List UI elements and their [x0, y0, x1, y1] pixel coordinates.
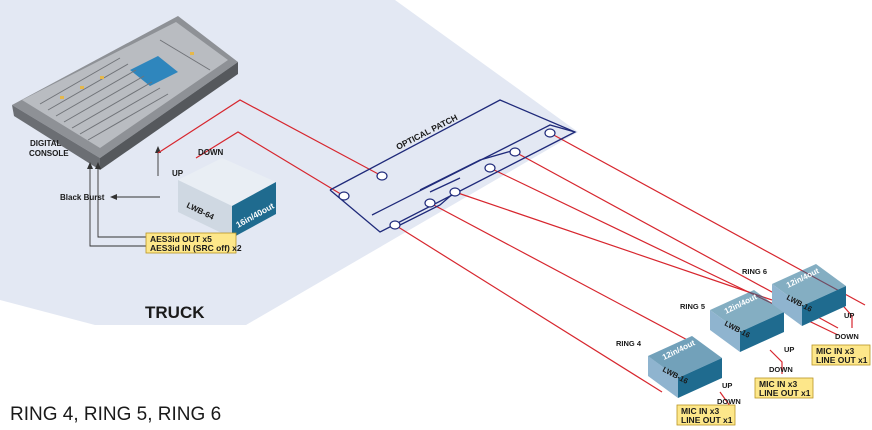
main-unit-box: [178, 158, 276, 238]
black-burst-label: Black Burst: [60, 193, 105, 202]
ring5-note-1: MIC IN x3: [759, 379, 798, 389]
ring6-note-2: LINE OUT x1: [816, 355, 868, 365]
console-label-line1: DIGITAL: [30, 139, 62, 148]
ring5-name: RING 5: [680, 302, 705, 311]
ring6-note-1: MIC IN x3: [816, 346, 855, 356]
ring4-note-2: LINE OUT x1: [681, 415, 733, 425]
ring4-note-1: MIC IN x3: [681, 406, 720, 416]
ring4-note-box: [676, 404, 736, 426]
main-unit-note-box: [145, 232, 237, 254]
optical-patch-lines: [329, 99, 577, 233]
patch-connectors: [338, 128, 556, 230]
arrow-head-icon: [87, 162, 93, 169]
arrow-head-icon: [155, 146, 161, 153]
ring6-note-box: [811, 344, 871, 366]
main-unit-down-label: DOWN: [198, 148, 224, 157]
ring5-down: DOWN: [769, 365, 793, 374]
ring4-name: RING 4: [616, 339, 642, 348]
truck-label: TRUCK: [145, 303, 205, 322]
ring5-up: UP: [784, 345, 794, 354]
console-label-line2: CONSOLE: [29, 149, 69, 158]
ring6-unit-box: [772, 264, 846, 326]
ring6-up: UP: [844, 311, 854, 320]
ring5-note-2: LINE OUT x1: [759, 388, 811, 398]
console-return-lines: [89, 150, 160, 247]
ring4-up: UP: [722, 381, 732, 390]
digital-console-icon: [12, 16, 238, 170]
ring5-note-box: [754, 377, 814, 399]
arrow-head-icon: [110, 194, 117, 200]
ring4-down: DOWN: [717, 397, 741, 406]
arrow-head-icon: [95, 162, 101, 169]
main-unit-note-2: AES3id IN (SRC off) x2: [150, 243, 242, 253]
main-unit-note-1: AES3id OUT x5: [150, 234, 212, 244]
ring6-down: DOWN: [835, 332, 859, 341]
ring6-name: RING 6: [742, 267, 767, 276]
main-unit-up-label: UP: [172, 169, 184, 178]
ring5-unit-box: [710, 290, 784, 352]
ring4-unit-box: [648, 336, 722, 398]
caption: RING 4, RING 5, RING 6: [10, 404, 221, 425]
